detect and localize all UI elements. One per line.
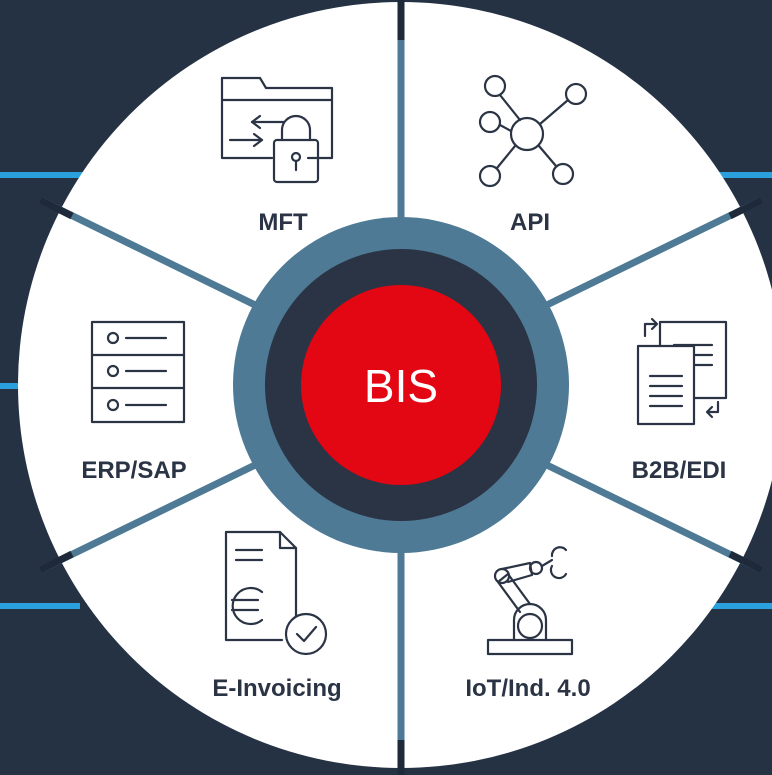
folder-lock-transfer-icon bbox=[220, 76, 334, 184]
server-rack-icon bbox=[90, 320, 186, 424]
segment-label-iot: IoT/Ind. 4.0 bbox=[465, 675, 590, 702]
segment-label-b2b-edi: B2B/EDI bbox=[632, 457, 727, 484]
segment-label-e-invoicing: E-Invoicing bbox=[212, 675, 341, 702]
segment-dividers bbox=[38, 0, 764, 775]
hub-core bbox=[301, 285, 501, 485]
hub-label: BIS bbox=[364, 360, 438, 412]
segment-label-mft: MFT bbox=[258, 209, 308, 236]
network-nodes-icon bbox=[478, 74, 588, 188]
document-exchange-icon bbox=[636, 317, 728, 426]
segment-label-api: API bbox=[510, 209, 550, 236]
segment-label-erp-sap: ERP/SAP bbox=[81, 457, 186, 484]
robot-arm-icon bbox=[486, 546, 574, 656]
euro-invoice-check-icon bbox=[224, 530, 328, 656]
